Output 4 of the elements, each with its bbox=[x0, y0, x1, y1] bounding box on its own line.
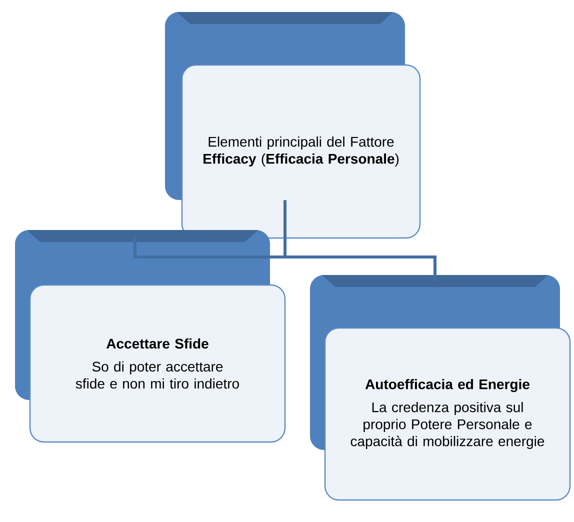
connector-line bbox=[284, 200, 436, 281]
tab-box: Autoefficacia ed Energie La credenza positiva sul proprio Potere Personale e capacità di mobilizzare energie bbox=[310, 275, 571, 501]
tab-box: Accettare Sfide So di poter accettare sfide e non mi tiro indietro bbox=[15, 230, 286, 443]
tab-box: Elementi principali del Fattore Efficacy (Efficacia Personale) bbox=[165, 12, 421, 239]
